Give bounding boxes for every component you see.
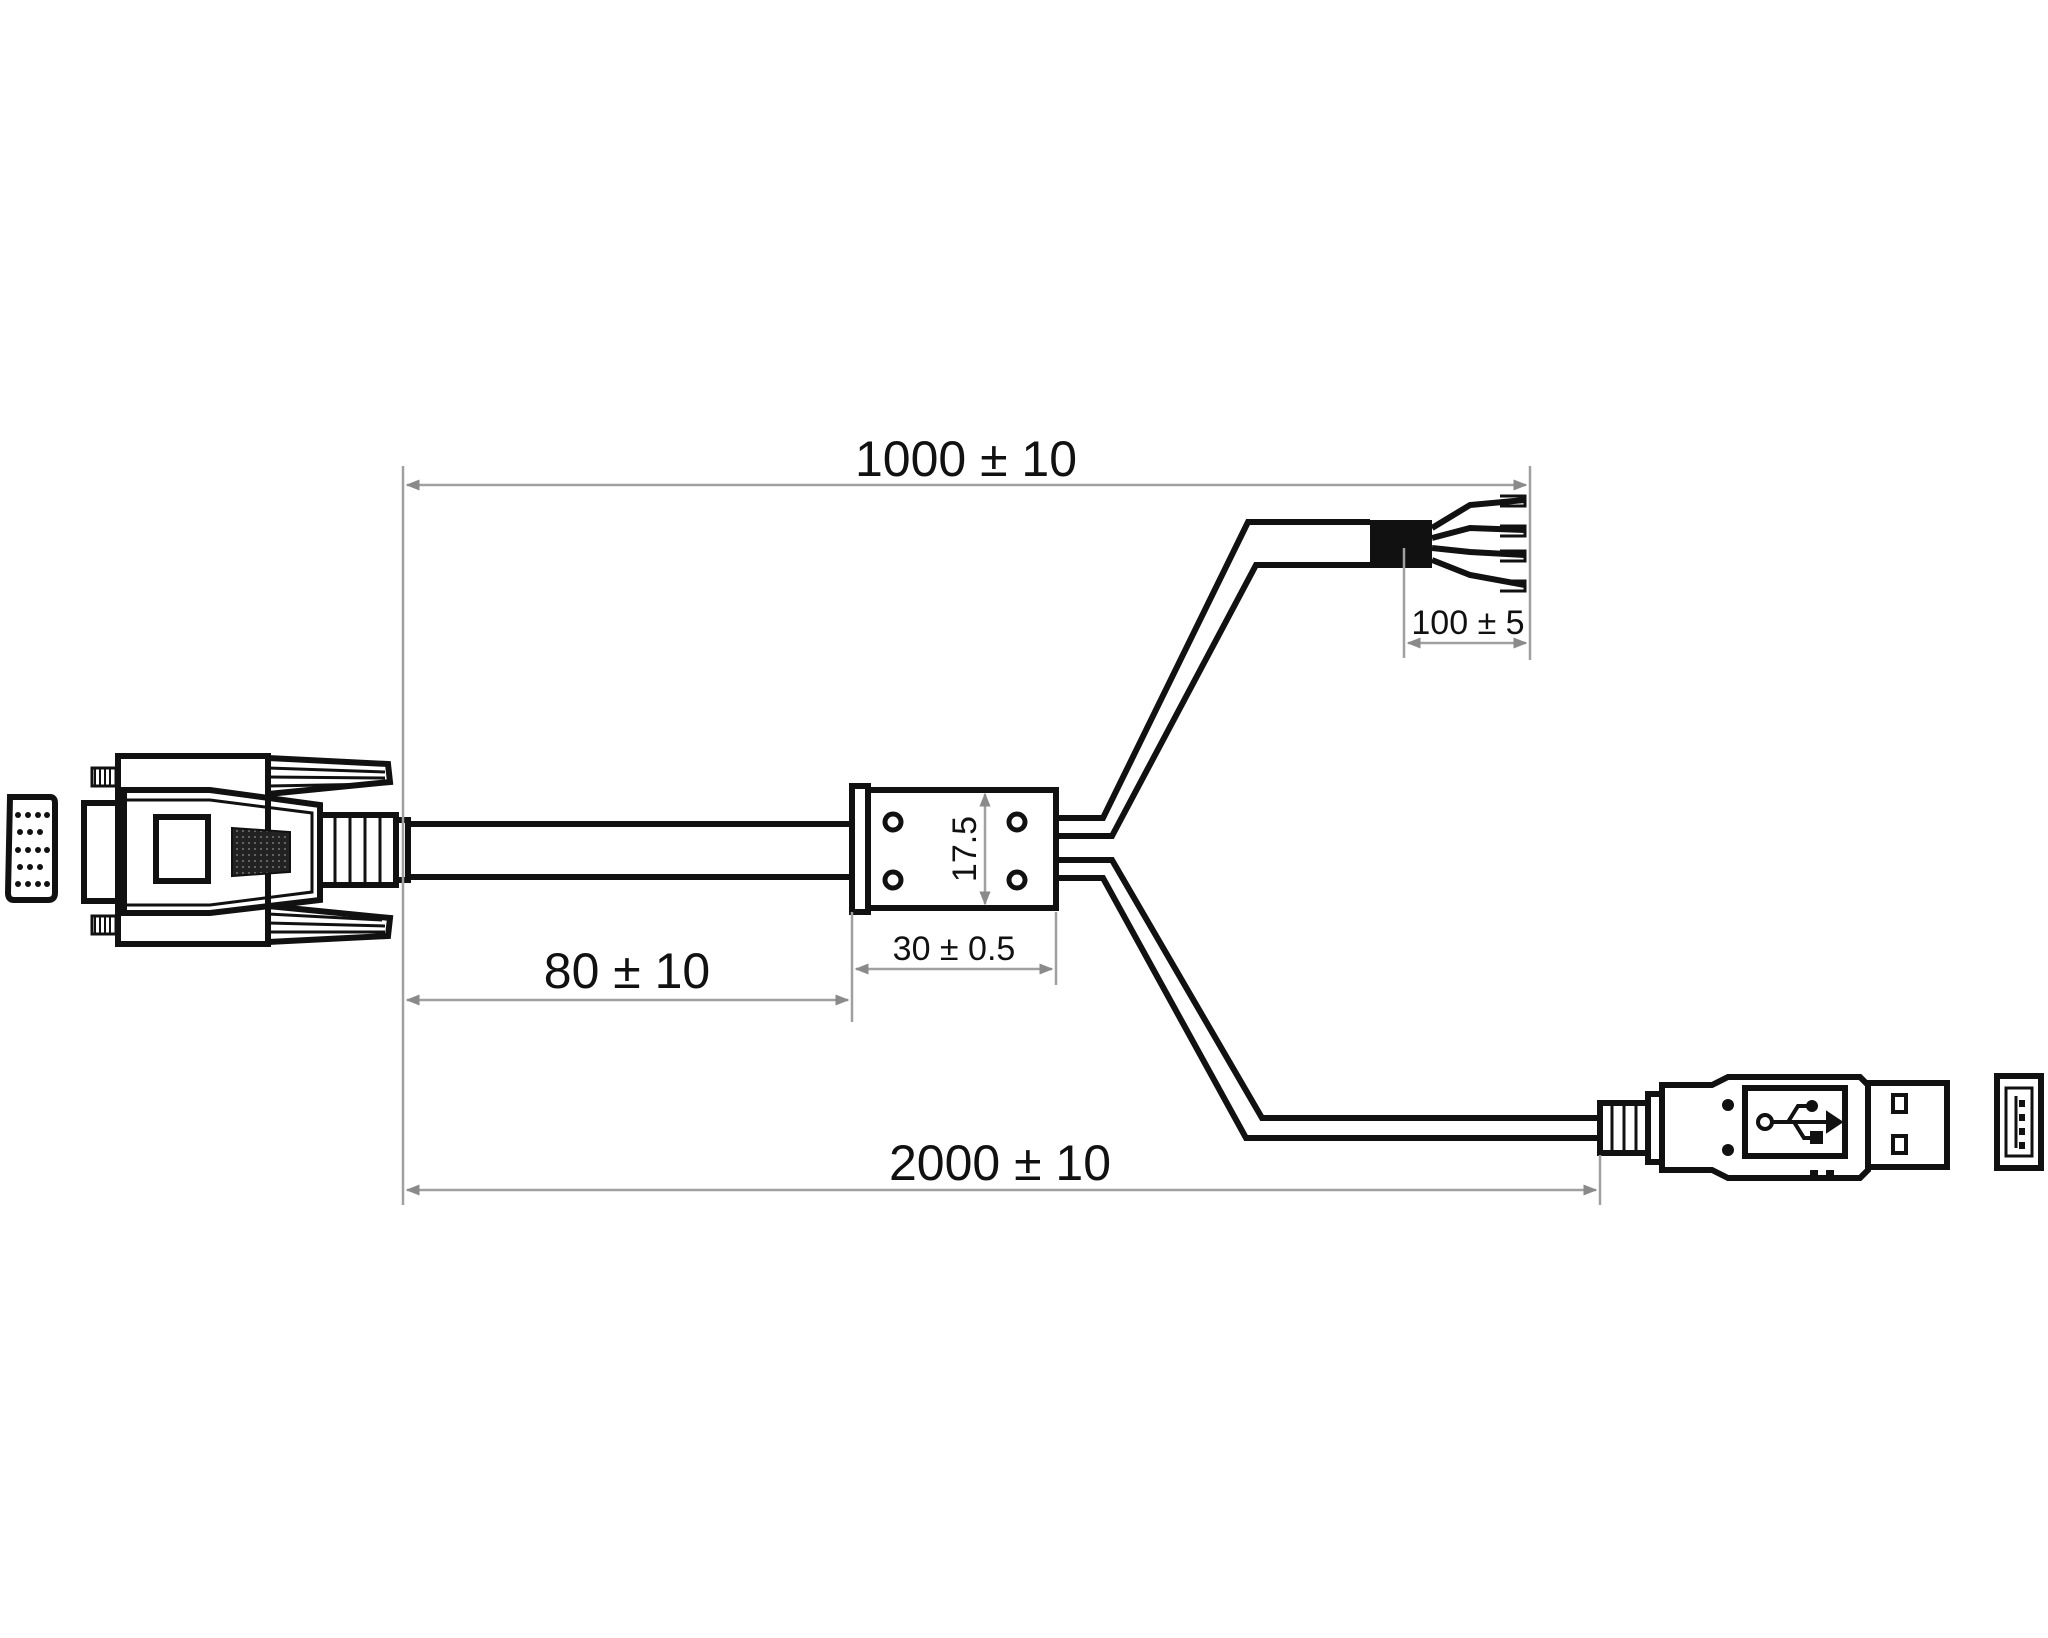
upper-branch-cable: [1056, 494, 1527, 839]
dimension-wire-strip: 100 ± 5: [1402, 548, 1528, 658]
dimension-connector-to-ferrite-label: 80 ± 10: [544, 943, 710, 999]
usb-plug-side: [1597, 1074, 1950, 1181]
dimension-ferrite-width: 30 ± 0.5: [850, 912, 1058, 1022]
main-cable: [408, 821, 852, 880]
dimension-total-bottom-label: 2000 ± 10: [889, 1135, 1111, 1191]
dimension-ferrite-width-label: 30 ± 0.5: [893, 930, 1016, 968]
ferrite-core: [849, 783, 1059, 915]
dimension-total-bottom: 2000 ± 10: [401, 880, 1602, 1205]
dimension-wire-strip-label: 100 ± 5: [1411, 604, 1524, 642]
vga-connector-side: [81, 753, 411, 947]
dimension-total-top: 1000 ± 10: [401, 431, 1532, 880]
lower-branch-cable: [1056, 857, 1600, 1141]
dimension-ferrite-height: 17.5: [946, 792, 991, 906]
dimension-ferrite-height-label: 17.5: [946, 816, 984, 882]
dimension-total-top-label: 1000 ± 10: [855, 431, 1077, 487]
dimension-connector-to-ferrite: 80 ± 10: [405, 943, 850, 1006]
usb-icon: [1756, 1100, 1844, 1144]
vga-connector-face: [4, 794, 58, 903]
usb-connector-face: [1994, 1073, 2044, 1171]
